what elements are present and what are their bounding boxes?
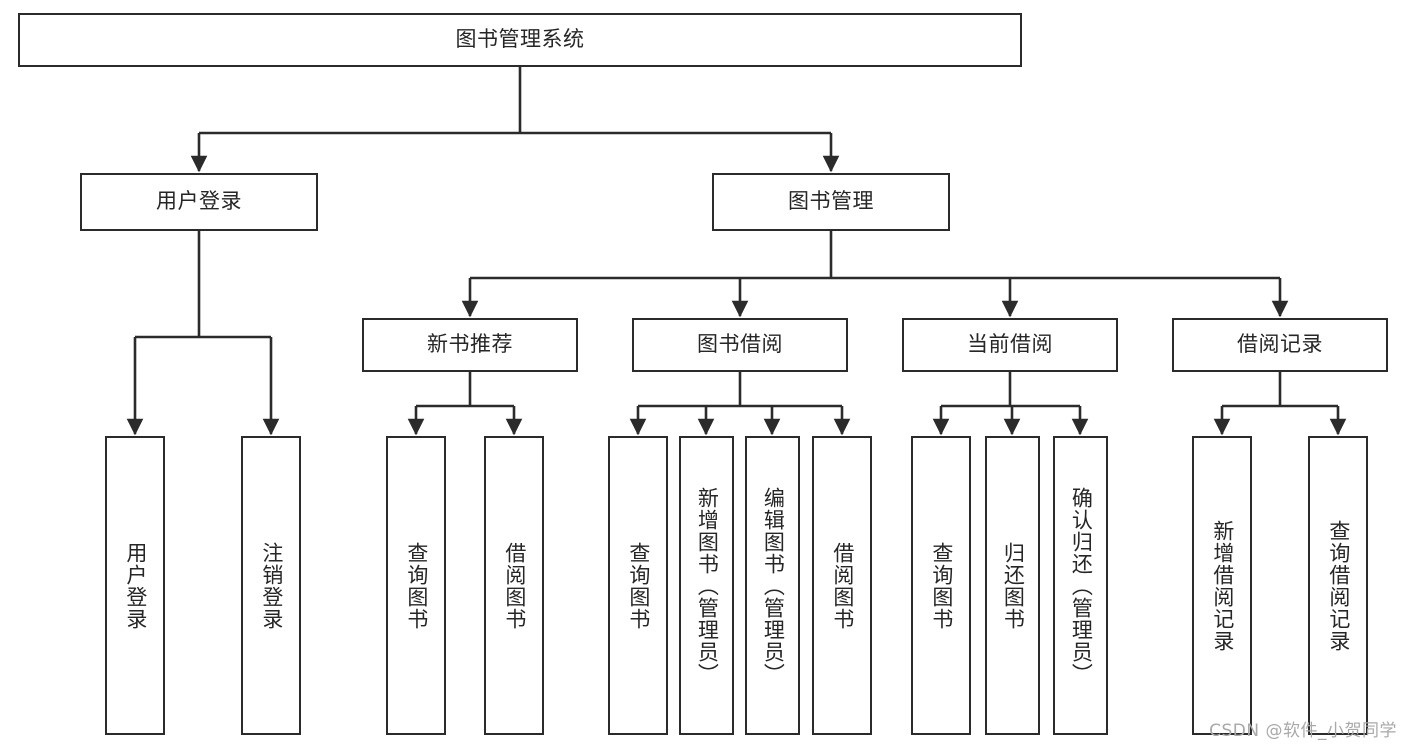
- node-root[interactable]: 图书管理系统: [18, 13, 1022, 67]
- node-leaf-add-book-label: 新增图书（管理员）: [695, 486, 720, 685]
- node-leaf-query-book-1-label: 查询图书: [404, 541, 429, 630]
- node-leaf-edit-book[interactable]: 编辑图书（管理员）: [745, 436, 800, 735]
- node-leaf-query-book-1[interactable]: 查询图书: [386, 436, 446, 735]
- node-new-book-rec[interactable]: 新书推荐: [362, 318, 578, 372]
- node-leaf-query-book-3[interactable]: 查询图书: [911, 436, 971, 735]
- node-leaf-return-book-label: 归还图书: [1001, 541, 1026, 630]
- node-leaf-query-record-label: 查询借阅记录: [1326, 519, 1351, 652]
- node-borrow-record-label: 借阅记录: [1237, 332, 1323, 357]
- node-new-book-rec-label: 新书推荐: [427, 332, 513, 357]
- node-leaf-confirm-return-label: 确认归还（管理员）: [1069, 486, 1094, 685]
- node-book-manage[interactable]: 图书管理: [712, 173, 950, 231]
- node-current-borrow[interactable]: 当前借阅: [902, 318, 1118, 372]
- node-leaf-query-book-3-label: 查询图书: [929, 541, 954, 630]
- node-leaf-confirm-return[interactable]: 确认归还（管理员）: [1053, 436, 1108, 735]
- node-user-login-label: 用户登录: [156, 189, 242, 214]
- node-leaf-user-logout[interactable]: 注销登录: [241, 436, 301, 735]
- csdn-watermark: CSDN @软件_小贺同学: [1209, 721, 1397, 741]
- node-book-manage-label: 图书管理: [788, 189, 874, 214]
- node-leaf-add-book[interactable]: 新增图书（管理员）: [679, 436, 734, 735]
- node-leaf-edit-book-label: 编辑图书（管理员）: [761, 486, 786, 685]
- node-leaf-user-logout-label: 注销登录: [259, 541, 284, 630]
- node-leaf-borrow-book-1-label: 借阅图书: [502, 541, 527, 630]
- node-leaf-query-book-2-label: 查询图书: [626, 541, 651, 630]
- node-leaf-borrow-book-1[interactable]: 借阅图书: [484, 436, 544, 735]
- node-user-login[interactable]: 用户登录: [80, 173, 318, 231]
- node-leaf-borrow-book-2-label: 借阅图书: [830, 541, 855, 630]
- node-leaf-return-book[interactable]: 归还图书: [985, 436, 1040, 735]
- node-leaf-user-login[interactable]: 用户登录: [105, 436, 165, 735]
- node-leaf-add-record-label: 新增借阅记录: [1210, 519, 1235, 652]
- node-leaf-query-record[interactable]: 查询借阅记录: [1308, 436, 1368, 735]
- node-book-borrow-label: 图书借阅: [697, 332, 783, 357]
- node-current-borrow-label: 当前借阅: [967, 332, 1053, 357]
- node-leaf-borrow-book-2[interactable]: 借阅图书: [812, 436, 872, 735]
- node-borrow-record[interactable]: 借阅记录: [1172, 318, 1388, 372]
- node-book-borrow[interactable]: 图书借阅: [632, 318, 848, 372]
- node-root-label: 图书管理系统: [455, 27, 585, 52]
- node-leaf-add-record[interactable]: 新增借阅记录: [1192, 436, 1252, 735]
- node-leaf-user-login-label: 用户登录: [123, 541, 148, 630]
- node-leaf-query-book-2[interactable]: 查询图书: [608, 436, 668, 735]
